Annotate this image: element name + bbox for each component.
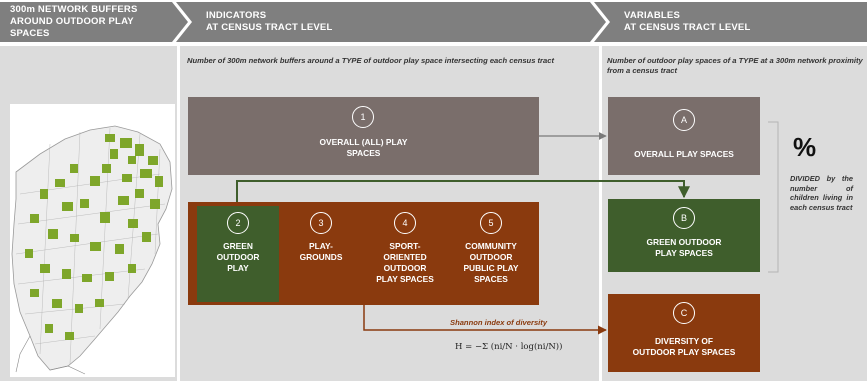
header-chevrons [0, 2, 867, 42]
indicator-3-circle: 3 [310, 212, 332, 234]
indicator-sport-line2: ORIENTED [383, 252, 427, 262]
indicator-4-circle: 4 [394, 212, 416, 234]
arrow-2-to-b [236, 180, 690, 205]
variable-a-box: A OVERALL PLAY SPACES [608, 97, 760, 175]
indicator-1-circle: 1 [352, 106, 374, 128]
indicator-playgrounds-line2: GROUNDS [299, 252, 343, 262]
variables-description: Number of outdoor play spaces of a TYPE … [607, 56, 863, 75]
variable-b-circle: B [673, 207, 695, 229]
city-map-image [11, 125, 173, 375]
indicator-green-line1: GREEN [223, 241, 253, 251]
divided-note: DIVIDED by the number of children living… [790, 174, 853, 212]
header-variables-line2: AT CENSUS TRACT LEVEL [624, 22, 751, 33]
indicator-community-line1: COMMUNITY [465, 241, 517, 251]
arrow-diversity-to-c [363, 305, 607, 335]
indicator-sport-line3: OUTDOOR [383, 263, 427, 273]
header-buffers-line1: 300m NETWORK BUFFERS [10, 4, 138, 15]
indicator-sport-line4: PLAY SPACES [376, 274, 434, 284]
indicator-5-circle: 5 [480, 212, 502, 234]
shannon-formula: H = −Σ (ni/N · log(ni/N)) [455, 342, 563, 352]
header-indicators: INDICATORS AT CENSUS TRACT LEVEL [206, 2, 506, 42]
indicator-playgrounds-label: PLAY- GROUNDS [285, 241, 357, 263]
indicator-sport: 4 SPORT- ORIENTED OUTDOOR PLAY SPACES [366, 206, 444, 302]
header-indicators-line1: INDICATORS [206, 10, 267, 21]
indicator-overall-label: OVERALL (ALL) PLAY SPACES [188, 137, 539, 159]
variable-c-line2: OUTDOOR PLAY SPACES [632, 347, 736, 357]
indicator-sport-label: SPORT- ORIENTED OUTDOOR PLAY SPACES [366, 241, 444, 285]
indicator-playgrounds-line1: PLAY- [309, 241, 333, 251]
indicator-community-line3: PUBLIC PLAY [463, 263, 519, 273]
indicator-community-line4: SPACES [474, 274, 508, 284]
indicator-community: 5 COMMUNITY OUTDOOR PUBLIC PLAY SPACES [450, 206, 532, 302]
variable-c-label: DIVERSITY OF OUTDOOR PLAY SPACES [608, 336, 760, 358]
indicator-overall-line1: OVERALL (ALL) PLAY [319, 137, 408, 147]
header-variables-line1: VARIABLES [624, 10, 680, 21]
indicator-community-label: COMMUNITY OUTDOOR PUBLIC PLAY SPACES [450, 241, 532, 285]
variable-b-box: B GREEN OUTDOOR PLAY SPACES [608, 199, 760, 272]
divided-symbol: % [793, 132, 817, 162]
variable-b-line1: GREEN OUTDOOR [646, 237, 722, 247]
variable-a-label: OVERALL PLAY SPACES [608, 149, 760, 160]
indicator-green-box: 2 GREEN OUTDOOR PLAY [197, 206, 279, 302]
variable-c-circle: C [673, 302, 695, 324]
header-variables: VARIABLES AT CENSUS TRACT LEVEL [624, 2, 854, 42]
indicator-green-label: GREEN OUTDOOR PLAY [197, 241, 279, 274]
variable-c-line1: DIVERSITY OF [654, 336, 713, 346]
header-buffers: 300m NETWORK BUFFERS AROUND OUTDOOR PLAY… [10, 2, 175, 42]
indicator-community-line2: OUTDOOR [469, 252, 513, 262]
variable-a-line1: OVERALL PLAY SPACES [634, 149, 734, 159]
indicator-sport-line1: SPORT- [389, 241, 421, 251]
variable-b-line2: PLAY SPACES [655, 248, 713, 258]
indicator-green-line2: OUTDOOR [216, 252, 260, 262]
divided-bracket [768, 121, 779, 273]
variable-b-label: GREEN OUTDOOR PLAY SPACES [608, 237, 760, 259]
variable-a-circle: A [673, 109, 695, 131]
header-indicators-line2: AT CENSUS TRACT LEVEL [206, 22, 333, 33]
indicator-playgrounds: 3 PLAY- GROUNDS [285, 206, 357, 302]
variable-c-box: C DIVERSITY OF OUTDOOR PLAY SPACES [608, 294, 760, 372]
map-frame [10, 104, 175, 377]
indicator-green-line3: PLAY [227, 263, 249, 273]
header-buffers-line2: AROUND OUTDOOR PLAY SPACES [10, 16, 134, 39]
indicators-description: Number of 300m network buffers around a … [187, 56, 554, 65]
indicator-2-circle: 2 [227, 212, 249, 234]
indicator-overall-box: 1 OVERALL (ALL) PLAY SPACES [188, 97, 539, 175]
shannon-index-label: Shannon index of diversity [450, 318, 548, 327]
indicator-overall-line2: SPACES [346, 148, 381, 158]
